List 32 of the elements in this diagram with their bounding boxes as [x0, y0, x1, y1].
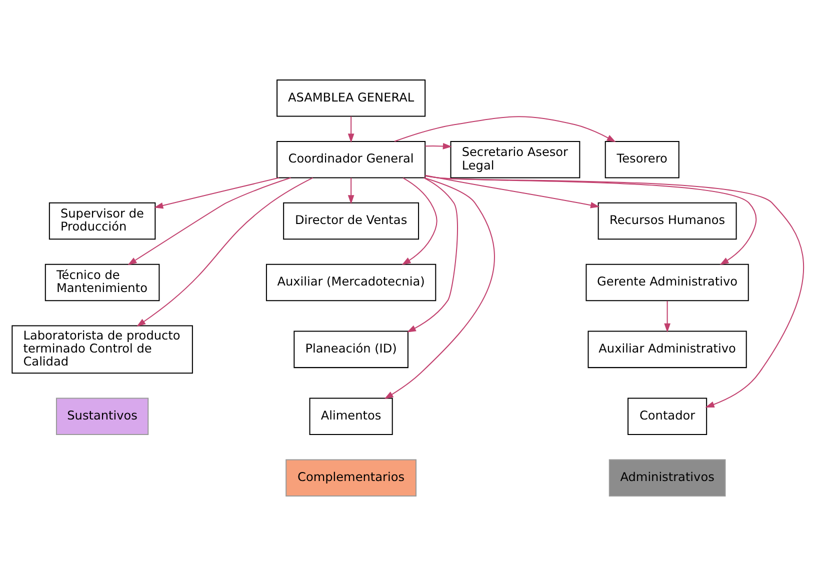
arrow	[128, 177, 291, 266]
node-box: ASAMBLEA GENERAL	[276, 80, 426, 117]
node-box: Auxiliar (Mercadotecnia)	[266, 264, 436, 302]
node-box: Técnico de Mantenimiento	[44, 264, 160, 302]
node-box: Auxiliar Administrativo	[588, 330, 747, 368]
arrow	[348, 116, 354, 143]
arrow	[402, 177, 438, 265]
node-box: Alimentos	[309, 398, 393, 436]
arrow	[425, 174, 600, 208]
arrow	[384, 177, 495, 399]
arrow	[348, 178, 354, 204]
node-box: Tesorero	[604, 140, 680, 178]
arrow	[425, 175, 757, 265]
arrow	[664, 300, 670, 332]
node-box: Planeación (ID)	[294, 330, 408, 368]
node-box: Complementarios	[286, 459, 417, 496]
node-box: Coordinador General	[276, 140, 426, 178]
arrow	[154, 177, 280, 209]
node-box: Secretario Asesor Legal	[450, 140, 580, 178]
node-box: Laboratorista de producto terminado Control de Calidad	[12, 325, 193, 374]
node-box: Director de Ventas	[283, 202, 420, 240]
node-box: Supervisor de Producción	[48, 202, 156, 240]
node-box: Sustantivos	[56, 398, 149, 436]
node-box: Recursos Humanos	[598, 202, 737, 240]
node-box: Gerente Administrativo	[586, 264, 749, 302]
arrow	[406, 177, 458, 332]
arrow	[425, 143, 452, 150]
arrow	[425, 175, 804, 408]
arrow	[136, 177, 314, 327]
arrow	[394, 116, 616, 142]
node-box: Contador	[628, 398, 708, 436]
node-box: Administrativos	[608, 459, 726, 496]
